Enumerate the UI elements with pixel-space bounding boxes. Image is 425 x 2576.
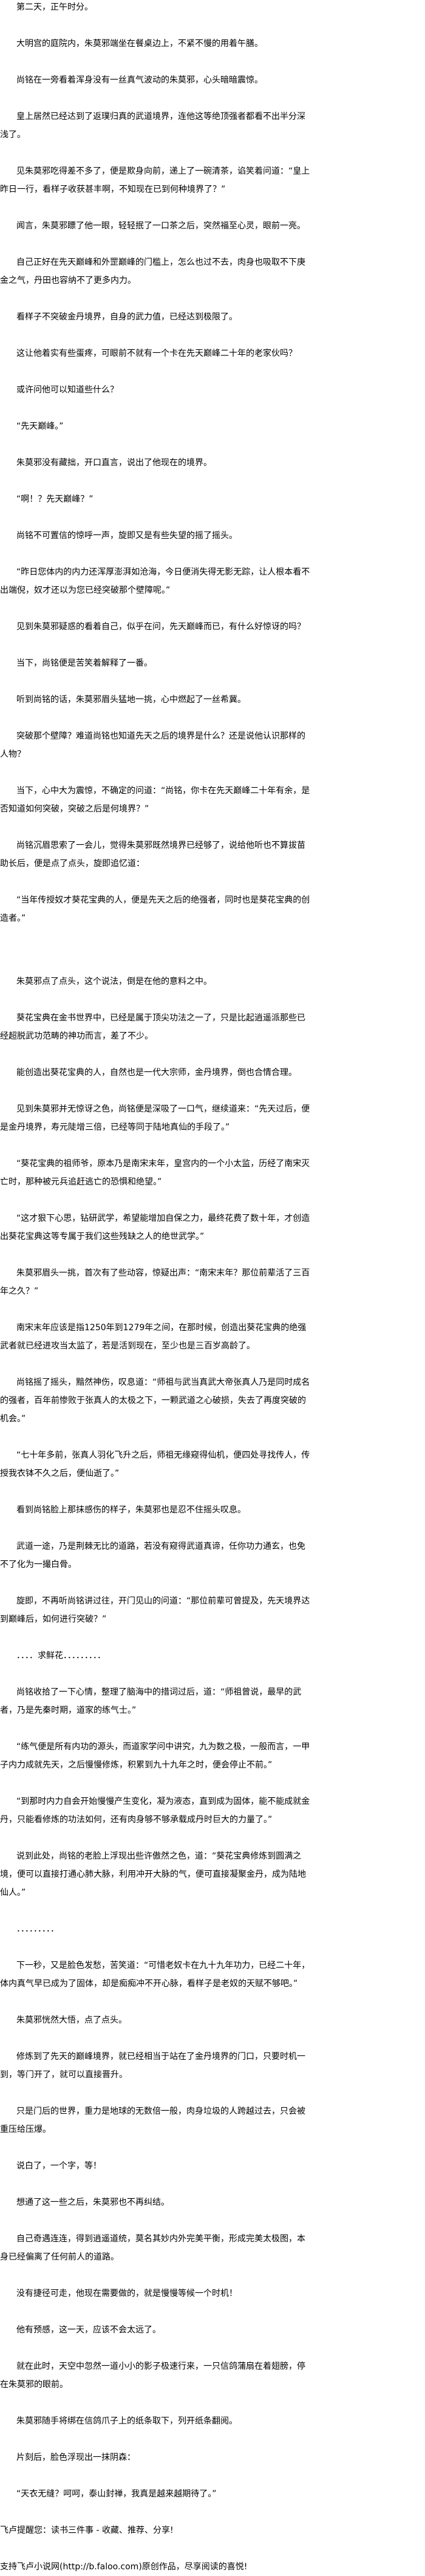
chapter-paragraph: 听到尚铭的话，朱莫邪眉头猛地一挑，心中燃起了一丝希冀。	[16, 695, 246, 705]
chapter-paragraph: 或许问他可以知道些什么？	[16, 385, 118, 395]
chapter-paragraph: 片刻后，脸色浮现出一抹阴森：	[16, 2453, 135, 2462]
chapter-paragraph: 朱莫邪眉头一挑，首次有了些动容，惊疑出声：“南宋末年？那位前辈活了三百年之久？”	[0, 1268, 310, 1296]
chapter-paragraph: 突破那个壁障？难道尚铭也知道先天之后的境界是什么？还是说他认识那样的人物？	[0, 731, 305, 759]
chapter-paragraph: “啊！？先天巅峰？”	[16, 494, 93, 504]
chapter-paragraph: 葵花宝典在金书世界中，已经是属于顶尖功法之一了，只是比起逍遥派那些已经超脱武功范…	[0, 1013, 305, 1041]
chapter-paragraph: 旋即，不再听尚铭讲过往，开门见山的问道：“那位前辈可曾提及，先天境界达到巅峰后，…	[0, 1596, 310, 1624]
chapter-paragraph: 第二天，正午时分。	[16, 2, 93, 12]
chapter-paragraph: 他有预感，这一天，应该不会太远了。	[16, 2325, 161, 2335]
chapter-paragraph: 当下，尚铭便是苦笑着解释了一番。	[16, 658, 152, 668]
chapter-paragraph: “练气便是所有内功的源头，而道家学问中讲究，九为数之极，一般而言，一甲子内力成就…	[0, 1742, 310, 1770]
chapter-paragraph: “天衣无缝？呵呵，泰山封禅，我真是越来越期待了。”	[16, 2489, 217, 2499]
chapter-paragraph: 自己正好在先天巅峰和外罡巅峰的门槛上，怎么也过不去，肉身也吸取不下庚金之气，丹田…	[0, 258, 305, 285]
chapter-paragraph: 尚铭沉眉思索了一会儿，觉得朱莫邪既然境界已经够了，说给他听也不算拔苗助长后，便是…	[0, 841, 305, 869]
chapter-paragraph: 大明宫的庭院内，朱莫邪端坐在餐桌边上，不紧不慢的用着午膳。	[16, 39, 263, 49]
chapter-content: 第二天，正午时分。大明宫的庭院内，朱莫邪端坐在餐桌边上，不紧不慢的用着午膳。尚铭…	[0, 2, 310, 2572]
chapter-paragraph: “七十年多前，张真人羽化飞升之后，师祖无缘窥得仙机，便四处寻找传人，传授我衣钵不…	[0, 1450, 310, 1478]
chapter-paragraph: 说到此处，尚铭的老脸上浮现出些许傲然之色，道：“葵花宝典修炼到圆满之境，便可以直…	[0, 1851, 306, 1898]
chapter-paragraph: “这才狠下心思，钻研武学，希望能增加自保之力，最终花费了数十年，才创造出葵花宝典…	[0, 1214, 310, 1242]
chapter-paragraph: 尚铭收拾了一下心情，整理了脑海中的措词过后，道：“师祖曾说，最早的武者，乃是先秦…	[0, 1687, 302, 1715]
chapter-paragraph: 朱莫邪随手将绑在信鸽爪子上的纸条取下，列开纸条翻阅。	[16, 2416, 237, 2426]
chapter-paragraph: 能创造出葵花宝典的人，自然也是一代大宗师，金丹境界，倒也合情合理。	[16, 1068, 297, 1078]
chapter-paragraph: 见到朱莫邪并无惊讶之色，尚铭便是深吸了一口气，继续道来：“先天过后，便是金丹境界…	[0, 1104, 310, 1132]
chapter-paragraph: ．．．．．．．．．	[16, 1924, 59, 1934]
chapter-paragraph: 就在此时，天空中忽然一道小小的影子极速行来，一只信鸽蒲扇在着翅膀，停在朱莫邪的眼…	[0, 2362, 305, 2390]
chapter-paragraph: 闻言，朱莫邪瞟了他一眼，轻轻抿了一口茶之后，突然福至心灵，眼前一亮。	[16, 221, 305, 231]
footer-reminder: 飞卢提醒您：读书三件事 - 收藏、推荐、分享!	[0, 2526, 174, 2535]
chapter-paragraph: 下一秒，又是脸色发愁，苦笑道：“可惜老奴卡在九十九年功力，已经二十年，体内真气早…	[0, 1961, 310, 1989]
chapter-paragraph: 这让他着实有些蛋疼，可眼前不就有一个卡在先天巅峰二十年的老家伙吗？	[16, 349, 297, 358]
chapter-paragraph: 自己奇遇连连，得到逍遥道统，莫名其妙内外完美平衡，形成完美太极图，本身已经偏离了…	[0, 2234, 305, 2262]
chapter-paragraph: 只是门后的世界，重力是地球的无数倍一般，肉身垃圾的人跨越过去，只会被重压给压爆。	[0, 2106, 305, 2134]
chapter-paragraph: 修炼到了先天的巅峰境界，就已经相当于站在了金丹境界的门口，只要时机一到，等门开了…	[0, 2052, 305, 2080]
chapter-paragraph: “先天巅峰。”	[16, 422, 64, 431]
chapter-paragraph: 看样子不突破金丹境界，自身的武力值，已经达到极限了。	[16, 312, 237, 322]
chapter-paragraph: 想通了这一些之后，朱莫邪也不再纠结。	[16, 2198, 169, 2207]
chapter-paragraph: 尚铭不可置信的惊呼一声，旋即又是有些失望的摇了摇头。	[16, 531, 237, 541]
chapter-paragraph: “到那时内力自会开始慢慢产生变化，凝为液态，直到成为固体，能不能成就金丹，只能看…	[0, 1797, 310, 1825]
chapter-paragraph: 朱莫邪恍然大悟，点了点头。	[16, 2015, 127, 2025]
chapter-paragraph: 南宋末年应该是指1250年到1279年之间，在那时候，创造出葵花宝典的绝强武者就…	[0, 1323, 307, 1351]
chapter-paragraphs: 第二天，正午时分。大明宫的庭院内，朱莫邪端坐在餐桌边上，不紧不慢的用着午膳。尚铭…	[0, 2, 310, 2499]
chapter-paragraph: 当下，心中大为震惊，不确定的问道：“尚铭，你卡在先天巅峰二十年有余，是否知道如何…	[0, 786, 310, 814]
footer-support-link[interactable]: 支持飞卢小说网(http://b.faloo.com)原创作品，尽享阅读的喜悦!	[0, 2562, 248, 2572]
chapter-paragraph: 皇上居然已经达到了返璞归真的武道境界，连他这等绝顶强者都看不出半分深浅了。	[0, 112, 305, 140]
chapter-paragraph: 尚铭摇了摇头，黯然神伤，叹息道：“师祖与武当真武大帝张真人乃是同时成名的强者，百…	[0, 1378, 310, 1424]
chapter-paragraph: 见到朱莫邪疑惑的看着自己，似乎在问，先天巅峰而已，有什么好惊讶的吗？	[16, 622, 305, 632]
chapter-paragraph: 武道一途，乃是荆棘无比的道路，若没有窥得武道真谛，任你功力通玄，也免不了化为一撮…	[0, 1542, 305, 1570]
chapter-paragraph: ．．．．求鲜花．．．．．．．．．	[16, 1651, 106, 1661]
chapter-paragraph: 见朱莫邪吃得差不多了，便是欺身向前，递上了一碗清茶，谄笑着问道：“皇上昨日一行，…	[0, 166, 310, 194]
chapter-paragraph: “昨日您体内的内力还浑厚澎湃如沧海，今日便消失得无影无踪，让人根本看不出端倪，奴…	[0, 567, 310, 595]
chapter-paragraph: 没有捷径可走，他现在需要做的，就是慢慢等候一个时机！	[16, 2289, 237, 2298]
chapter-paragraph: 朱莫邪点了点头，这个说法，倒是在他的意料之中。	[16, 977, 212, 986]
chapter-paragraph: 说白了，一个字，等！	[16, 2161, 101, 2171]
chapter-paragraph: “当年传授奴才葵花宝典的人，便是先天之后的绝强者，同时也是葵花宝典的创造者。”	[0, 895, 310, 923]
chapter-paragraph: “葵花宝典的祖师爷，原本乃是南宋末年，皇宫内的一个小太监，历经了南宋灭亡时，那种…	[0, 1159, 310, 1187]
chapter-paragraph: 看到尚铭脸上那抹感伤的样子，朱莫邪也是忍不住摇头叹息。	[16, 1505, 246, 1515]
chapter-paragraph: 朱莫邪没有藏拙，开口直言，说出了他现在的境界。	[16, 458, 212, 468]
chapter-paragraph: 尚铭在一旁看着浑身没有一丝真气波动的朱莫邪，心头暗暗震惊。	[16, 75, 263, 85]
